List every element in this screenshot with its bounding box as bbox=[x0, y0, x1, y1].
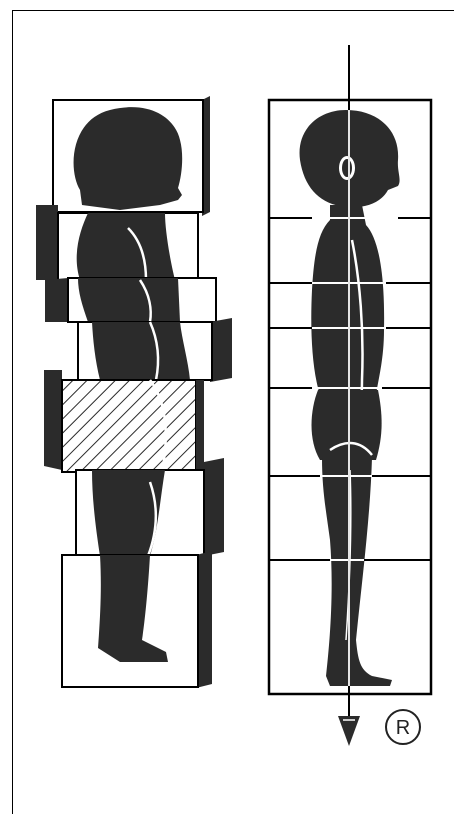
shoulder-block bbox=[36, 205, 198, 280]
thigh-block bbox=[76, 458, 224, 556]
hip-block bbox=[44, 370, 204, 472]
registered-mark-label: R bbox=[396, 717, 410, 739]
left-head-silhouette bbox=[74, 107, 183, 210]
chest-block bbox=[45, 278, 216, 322]
leg-block bbox=[62, 551, 212, 688]
waist-block bbox=[78, 318, 232, 382]
left-misaligned-figure bbox=[36, 96, 232, 688]
head-block bbox=[53, 96, 210, 216]
right-aligned-figure bbox=[269, 45, 431, 746]
registered-mark: R bbox=[386, 710, 420, 744]
